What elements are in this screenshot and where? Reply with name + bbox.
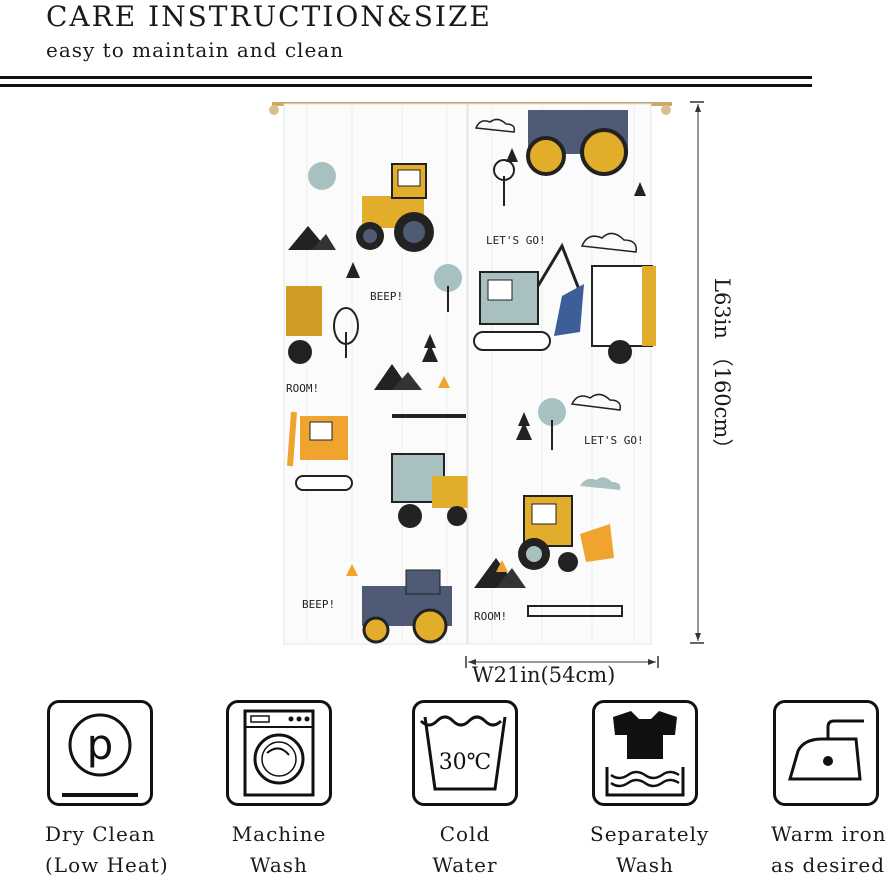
dump-truck	[286, 286, 322, 364]
care-label-line2: Wash	[250, 853, 308, 877]
excavator-sage	[473, 242, 584, 351]
care-label-line1: Dry Clean	[45, 822, 156, 846]
length-dimension-line	[690, 101, 704, 644]
tractor-slate	[362, 569, 452, 644]
art-text-beep-2: BEEP!	[302, 598, 335, 611]
tractor-mustard	[356, 163, 434, 252]
header-rule-top	[0, 76, 812, 79]
curtain-panel-right: LET'S GO! LET'S GO! ROOM!	[467, 103, 656, 645]
page-subtitle: easy to maintain and clean	[46, 38, 345, 62]
care-label-line1: Machine	[231, 822, 327, 846]
tub-temperature: 30℃	[439, 750, 492, 775]
curtain-image: BEEP! ROOM! BEEP!	[269, 102, 672, 645]
tractor-top	[526, 110, 628, 176]
art-text-vroom: ROOM!	[286, 382, 319, 395]
curtain-panel-left: BEEP! ROOM! BEEP!	[283, 103, 482, 645]
art-text-beep: BEEP!	[370, 290, 403, 303]
washing-machine-icon	[226, 700, 332, 806]
svg-text:p: p	[87, 720, 114, 769]
care-label-line2: Wash	[616, 853, 674, 877]
separate-wash-shirt-icon	[592, 700, 698, 806]
rod-finial-right	[661, 105, 671, 115]
art-text-vroom-2: ROOM!	[474, 610, 507, 623]
wash-tub-icon: 30℃	[412, 700, 518, 806]
care-label-line2: as desired	[771, 853, 886, 877]
loader-yellow	[518, 495, 614, 572]
page-title: CARE INSTRUCTION&SIZE	[46, 0, 492, 33]
art-text-letsgo: LET'S GO!	[486, 234, 546, 247]
iron-icon	[773, 700, 879, 806]
header-rule-bottom	[0, 84, 812, 87]
care-label-line2: Water	[432, 853, 498, 877]
care-label-line1: Cold	[439, 822, 491, 846]
loader-truck	[591, 265, 656, 364]
width-label: W21in(54cm)	[472, 663, 616, 687]
care-dry-clean: p Dry Clean (Low Heat)	[45, 700, 169, 881]
care-label-line2: (Low Heat)	[45, 853, 169, 877]
length-label: L63in （160cm）	[710, 278, 734, 460]
art-text-letsgo-2: LET'S GO!	[584, 434, 644, 447]
rod-finial-left	[269, 105, 279, 115]
excavator-orange	[287, 411, 353, 491]
dry-clean-p-icon: p	[47, 700, 153, 806]
care-label-line1: Warm iron	[771, 822, 887, 846]
care-label-line1: Separately	[590, 822, 710, 846]
width-dimension-line	[465, 656, 659, 668]
care-warm-iron: Warm iron as desired	[771, 700, 887, 881]
